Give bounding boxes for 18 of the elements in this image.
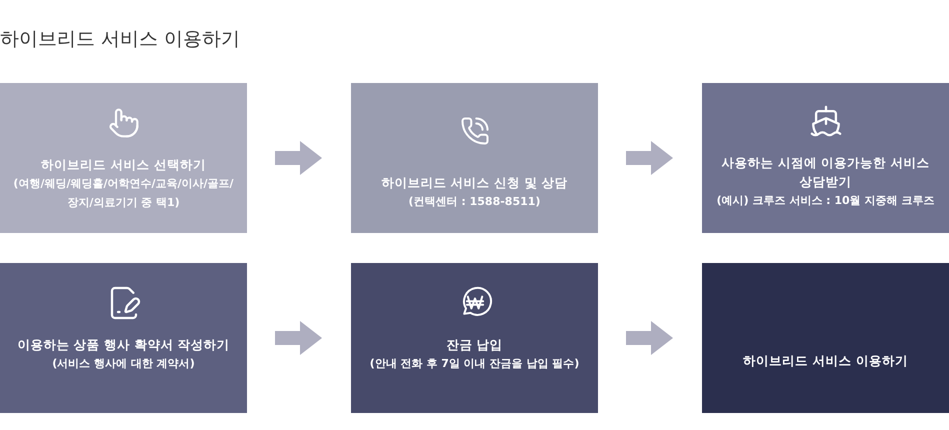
step-note: (컨택센터 : 1588-8511) [408, 194, 540, 210]
step-note: (예시) 크루즈 서비스 : 10월 지중해 크루즈 [716, 193, 934, 209]
step-title: 하이브리드 서비스 신청 및 상담 [381, 174, 568, 192]
step-box [351, 263, 598, 413]
step-box [0, 83, 247, 233]
step-title: 이용하는 상품 행사 확약서 작성하기 [17, 336, 230, 354]
step-box [351, 83, 598, 233]
diagram-title: 하이브리드 서비스 이용하기 [0, 27, 240, 52]
step-title: 하이브리드 서비스 이용하기 [743, 352, 908, 370]
step-note: (안내 전화 후 7일 이내 잔금을 납입 필수) [370, 356, 580, 372]
step-box [702, 263, 949, 413]
step-note: (여행/웨딩/웨딩홀/어학연수/교육/이사/골프/장지/의료기기 중 택1) [12, 176, 235, 211]
step-note: (서비스 행사에 대한 계약서) [52, 356, 195, 372]
step-title: 하이브리드 서비스 선택하기 [41, 156, 206, 174]
step-box [0, 263, 247, 413]
step-title: 사용하는 시점에 이용가능한 서비스 상담받기 [720, 154, 931, 191]
step-box [702, 83, 949, 233]
step-title: 잔금 납입 [446, 336, 503, 354]
